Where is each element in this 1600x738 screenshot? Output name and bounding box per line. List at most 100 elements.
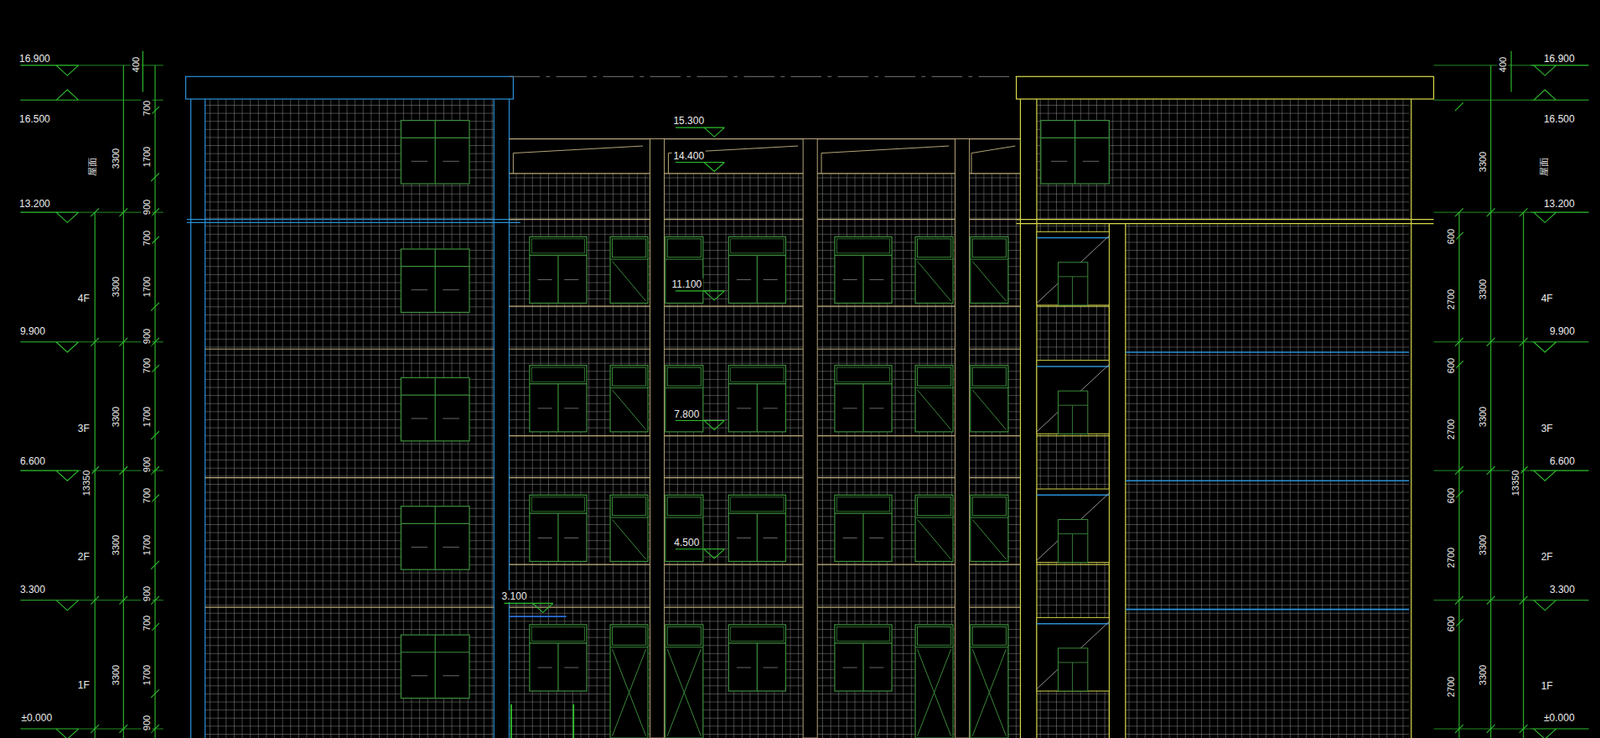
dimension-lines xyxy=(1434,490,1532,605)
dimension-text: 3300 xyxy=(1476,404,1488,429)
level-markers xyxy=(20,600,78,611)
middle-block xyxy=(509,615,567,617)
middle-block xyxy=(610,494,648,561)
level-markers xyxy=(1530,341,1589,353)
level-text: 1F xyxy=(1539,679,1555,692)
dimension-text: 900 xyxy=(141,713,153,732)
level-markers xyxy=(1530,65,1589,76)
middle-block xyxy=(728,494,786,561)
middle-block xyxy=(728,624,786,691)
dimension-text: 700 xyxy=(141,485,153,504)
middle-block xyxy=(915,365,953,432)
dimension-text: 3300 xyxy=(109,274,121,299)
right-tower xyxy=(1036,360,1109,435)
level-text: ±0.000 xyxy=(20,711,55,724)
middle-block xyxy=(665,624,704,738)
middle-block xyxy=(529,236,587,303)
middle-block xyxy=(970,624,1009,738)
right-tower xyxy=(1020,98,1411,738)
level-text: 3.300 xyxy=(1548,583,1577,596)
middle-block xyxy=(509,139,1021,174)
level-markers xyxy=(503,602,553,612)
middle-block xyxy=(529,365,587,432)
middle-block xyxy=(610,236,648,303)
middle-block xyxy=(802,139,818,738)
dimension-text: 1700 xyxy=(141,533,153,557)
dimension-text: 3300 xyxy=(1476,149,1488,173)
level-markers xyxy=(675,290,725,301)
dimension-text: 屋面 xyxy=(1538,155,1550,178)
level-text: 6.600 xyxy=(18,455,47,467)
right-tower xyxy=(1036,488,1109,563)
dimension-text: 2700 xyxy=(1445,416,1457,441)
dimension-lines xyxy=(94,51,156,738)
middle-block xyxy=(970,365,1009,432)
dimension-text: 600 xyxy=(1445,485,1457,504)
left-tower xyxy=(400,248,470,312)
dimension-lines xyxy=(78,51,1531,738)
middle-block xyxy=(509,173,1021,738)
dimension-lines xyxy=(78,622,164,733)
middle-block xyxy=(955,139,970,738)
dimension-text: 3300 xyxy=(1476,662,1488,687)
level-text: 14.400 xyxy=(671,150,706,162)
dimension-text: 1700 xyxy=(141,404,153,429)
right-tower xyxy=(1125,352,1409,610)
dimension-lines xyxy=(78,65,1531,100)
right-tower xyxy=(1040,120,1110,184)
dimension-text: 700 xyxy=(141,356,153,375)
dimension-lines xyxy=(78,494,164,605)
level-markers xyxy=(1530,728,1589,738)
dimension-lines xyxy=(1434,232,1532,347)
level-text: 16.900 xyxy=(1542,52,1577,65)
right-tower xyxy=(1036,616,1109,691)
dimension-lines xyxy=(1459,51,1524,738)
level-text: 2F xyxy=(76,550,92,563)
right-tower xyxy=(1036,231,1109,306)
level-text: 11.100 xyxy=(669,278,704,290)
middle-block xyxy=(915,494,953,561)
dimension-text: 400 xyxy=(129,55,141,74)
level-text: 3.100 xyxy=(500,590,529,602)
middle-block xyxy=(728,236,786,303)
level-markers xyxy=(20,212,78,223)
level-text: 3.300 xyxy=(18,583,47,596)
level-markers xyxy=(20,89,78,100)
level-text: ±0.000 xyxy=(1542,711,1577,724)
middle-block xyxy=(610,624,648,738)
level-markers xyxy=(20,65,78,76)
level-text: 9.900 xyxy=(1548,325,1577,337)
level-text: 16.500 xyxy=(17,113,52,125)
middle-block xyxy=(915,236,953,303)
level-markers xyxy=(675,127,725,137)
middle-block xyxy=(728,365,786,432)
dimension-text: 700 xyxy=(141,98,153,118)
level-text: 3F xyxy=(1539,422,1555,435)
right-tower xyxy=(1016,76,1435,99)
level-markers xyxy=(20,470,78,481)
middle-block xyxy=(834,624,892,691)
left-tower xyxy=(186,76,514,99)
level-text: 1F xyxy=(76,678,92,691)
dimension-text: 13350 xyxy=(1509,468,1521,498)
dimension-text: 3300 xyxy=(1476,533,1488,557)
left-tower xyxy=(186,76,521,738)
left-tower xyxy=(400,377,470,441)
middle-block xyxy=(970,236,1009,303)
middle-block xyxy=(509,76,1017,78)
right-tower xyxy=(1036,305,1109,565)
dimension-text: 3300 xyxy=(109,146,121,171)
level-text: 4F xyxy=(76,292,92,305)
dimension-text: 600 xyxy=(1445,226,1457,245)
level-text: 4.500 xyxy=(672,536,701,549)
dimension-text: 600 xyxy=(1445,356,1457,375)
level-markers xyxy=(1530,470,1589,481)
dimension-lines xyxy=(78,106,164,217)
level-text: 16.500 xyxy=(1542,113,1577,125)
dimension-text: 3300 xyxy=(1476,277,1488,301)
dimension-text: 2700 xyxy=(1445,674,1457,699)
level-text: 13.200 xyxy=(1542,197,1577,210)
dimension-lines xyxy=(1434,360,1532,475)
